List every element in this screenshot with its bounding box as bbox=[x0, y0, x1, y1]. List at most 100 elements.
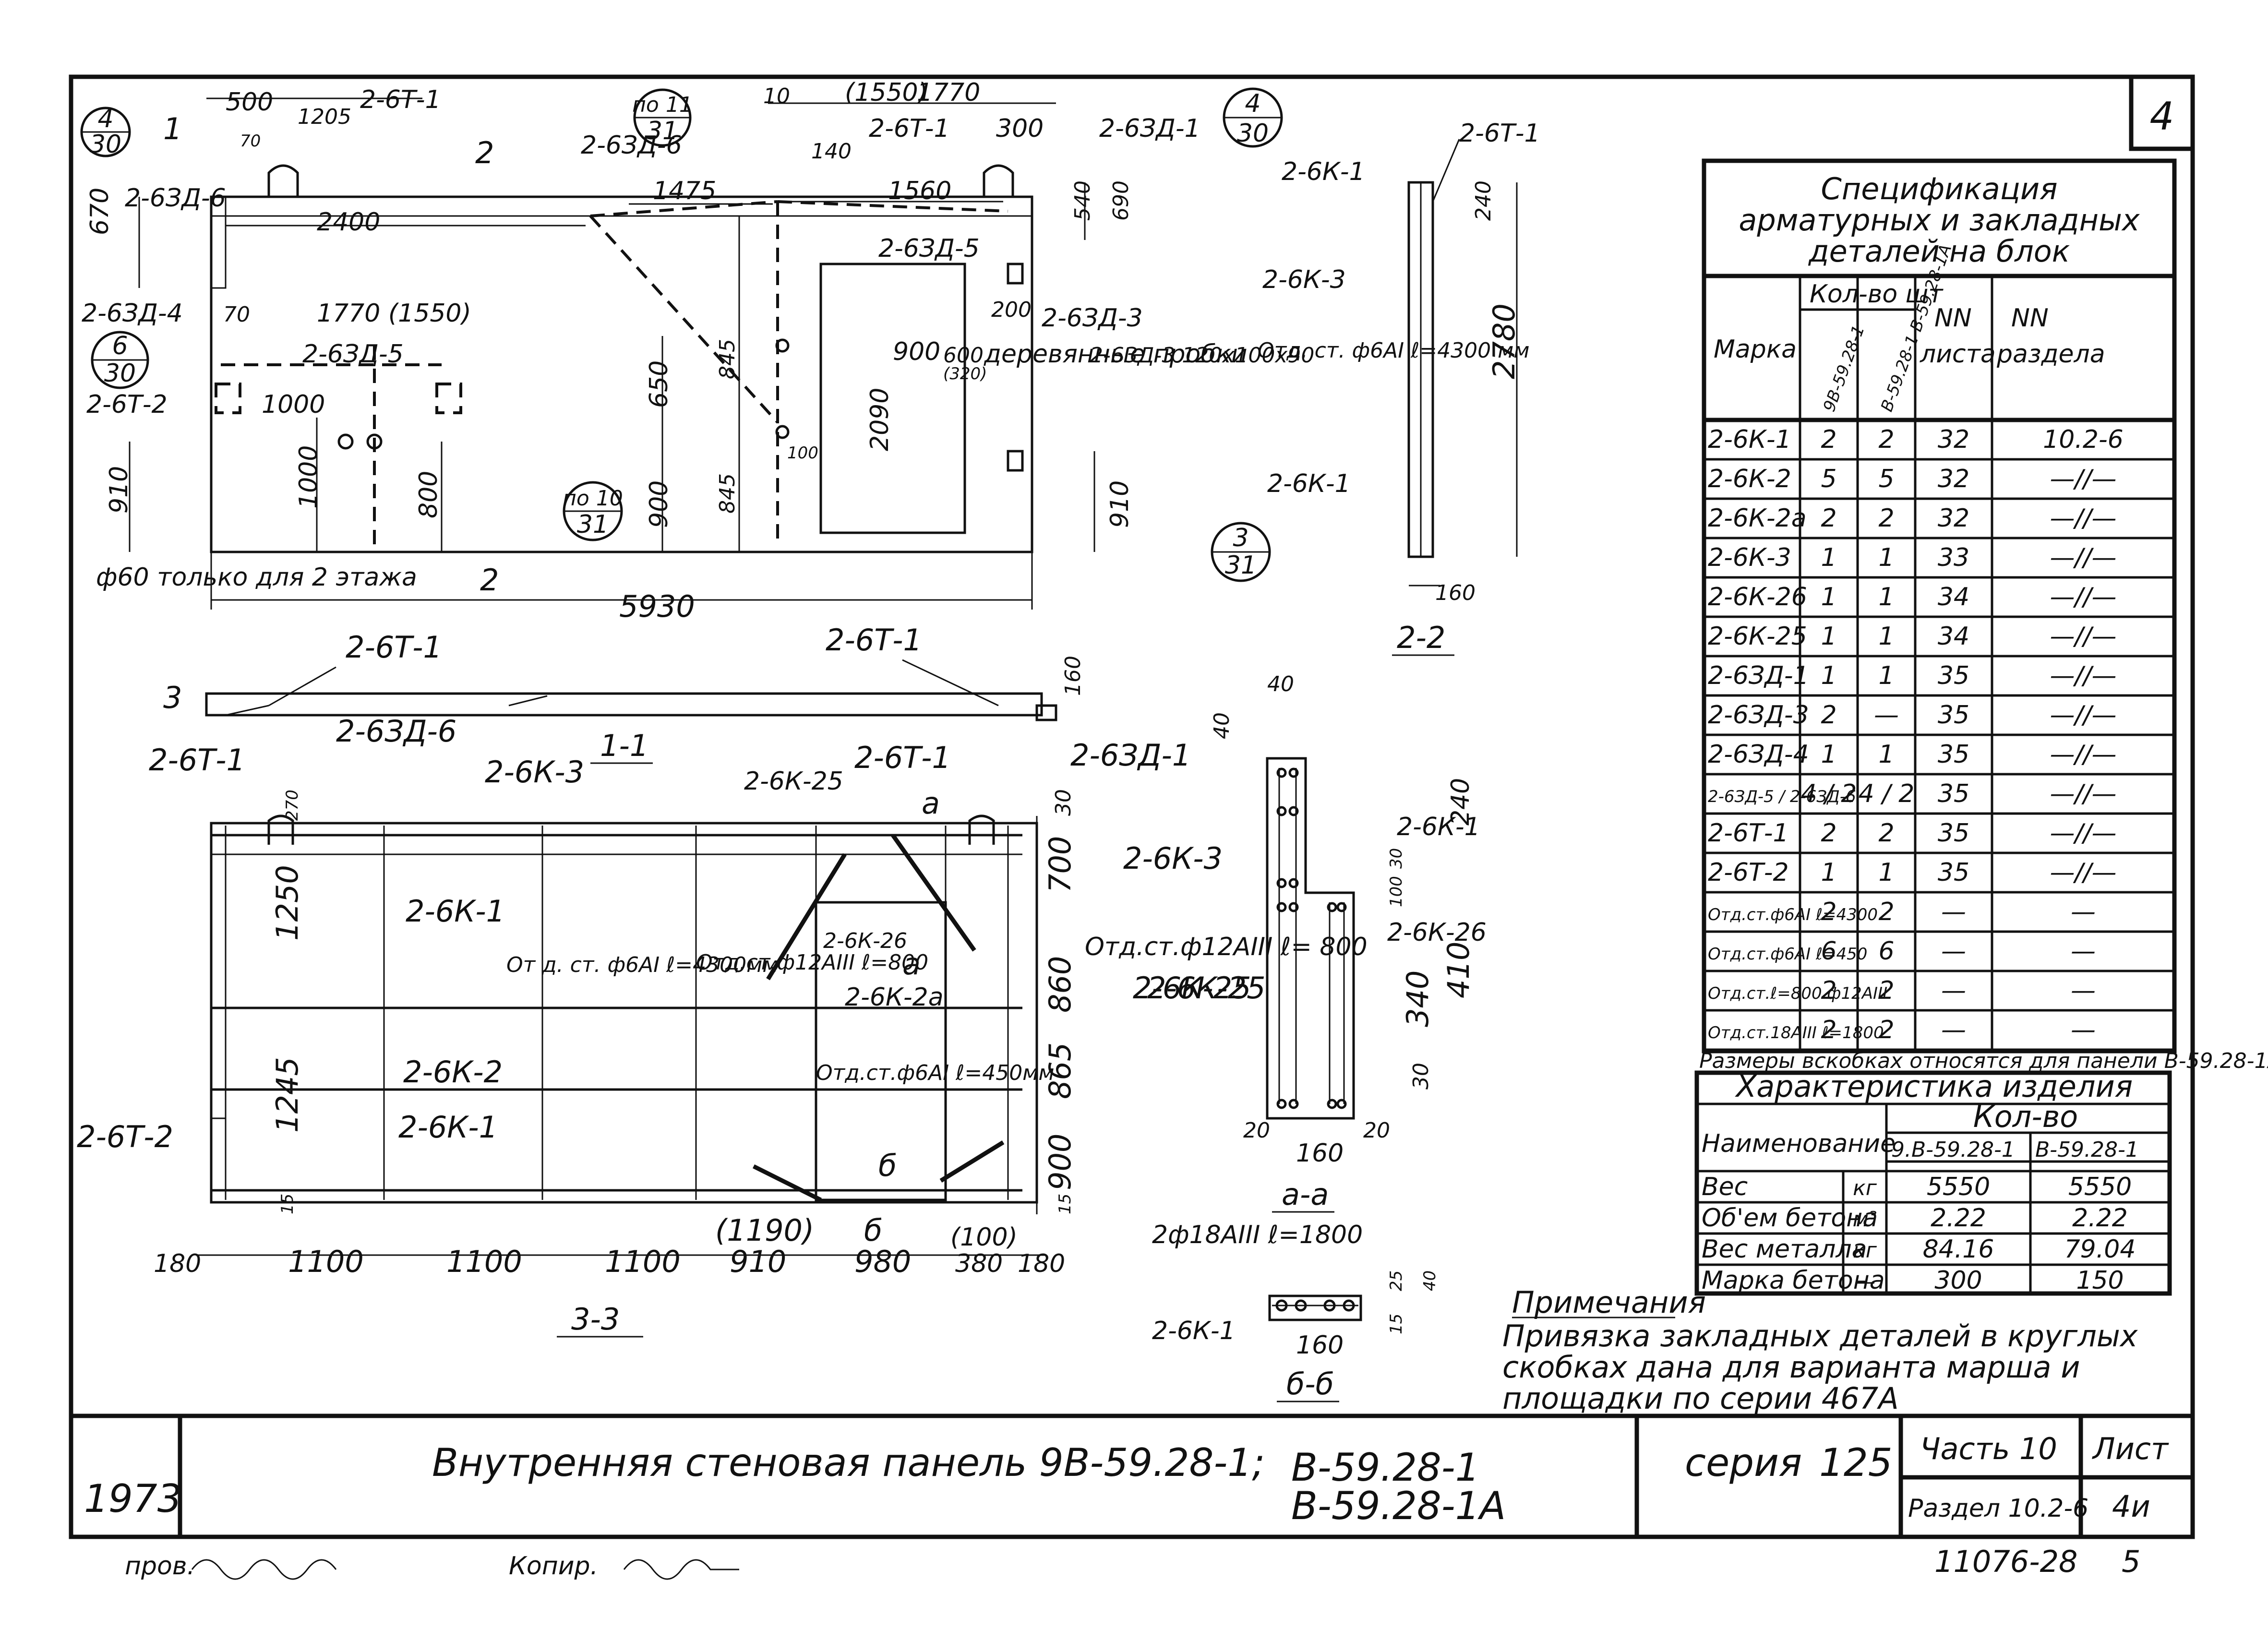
svg-text:845: 845 bbox=[715, 473, 740, 514]
spec-row-qty2: — bbox=[1874, 701, 1899, 730]
svg-text:Отд.ст.ф6АI ℓ=450мм: Отд.ст.ф6АI ℓ=450мм bbox=[816, 1061, 1055, 1085]
svg-text:2-6ЗД-1: 2-6ЗД-1 bbox=[1099, 114, 1200, 143]
spec-row-section: — bbox=[2071, 937, 2096, 966]
svg-text:31: 31 bbox=[1225, 551, 1257, 580]
svg-text:2-6Т-1: 2-6Т-1 bbox=[360, 85, 441, 114]
svg-text:Кол-во шт: Кол-во шт bbox=[1810, 280, 1944, 309]
svg-text:1100: 1100 bbox=[446, 1244, 522, 1279]
svg-text:Раздел 10.2-6: Раздел 10.2-6 bbox=[1908, 1494, 2088, 1523]
spec-title-1: Спецификация bbox=[1821, 171, 2057, 206]
svg-text:2-6К-3: 2-6К-3 bbox=[1262, 265, 1346, 294]
svg-text:910: 910 bbox=[1105, 480, 1134, 528]
spec-row-qty1: 2 bbox=[1821, 425, 1836, 454]
svg-text:по 11: по 11 bbox=[632, 93, 693, 117]
spec-row-qty1: 1 bbox=[1821, 858, 1836, 887]
svg-text:Размеры вскобках относятся для: Размеры вскобках относятся для панели В-… bbox=[1699, 1049, 2268, 1073]
svg-text:2-6Т-1: 2-6Т-1 bbox=[826, 623, 922, 658]
spec-row-mark: 2-6К-25 bbox=[1708, 622, 1807, 651]
svg-text:1770: 1770 bbox=[917, 78, 980, 107]
characteristics-table: Характеристика изделия Наименование Кол-… bbox=[1694, 1069, 2172, 1296]
svg-text:Кол-во: Кол-во bbox=[1973, 1099, 2078, 1134]
spec-row-mark: 2-6ЗД-5 / 2-6ЗД-6 bbox=[1708, 787, 1856, 806]
svg-text:670: 670 bbox=[85, 188, 114, 235]
section-2-2: 2-6Т-1 2-6К-1 2-6К-3 2-6К-1 Отд. ст. ф6А… bbox=[1258, 119, 1540, 656]
spec-row-section: —//— bbox=[2050, 661, 2116, 690]
svg-text:31: 31 bbox=[577, 510, 609, 539]
svg-text:1: 1 bbox=[163, 111, 182, 146]
spec-row-mark: 2-6ЗД-3 bbox=[1708, 701, 1809, 730]
svg-text:2-6К-1: 2-6К-1 bbox=[1152, 1317, 1236, 1345]
spec-row-mark: 2-6К-26 bbox=[1708, 583, 1807, 611]
svg-text:240: 240 bbox=[1471, 180, 1496, 221]
svg-text:(320): (320) bbox=[943, 364, 987, 383]
svg-text:От д. ст. ф6АI ℓ=4300мм: От д. ст. ф6АI ℓ=4300мм bbox=[506, 953, 779, 977]
svg-text:6: 6 bbox=[112, 332, 128, 360]
spec-row-sheet: 32 bbox=[1938, 504, 1969, 533]
spec-row-sheet: 35 bbox=[1938, 740, 1969, 769]
spec-row-section: — bbox=[2071, 976, 2096, 1005]
svg-text:140: 140 bbox=[811, 139, 852, 164]
svg-text:(100): (100) bbox=[950, 1223, 1018, 1252]
svg-text:160: 160 bbox=[1296, 1139, 1344, 1168]
svg-text:845: 845 bbox=[715, 339, 740, 379]
svg-text:2-6Т-1: 2-6Т-1 bbox=[1459, 119, 1540, 148]
svg-text:2-6К-1: 2-6К-1 bbox=[398, 1110, 498, 1145]
svg-text:690: 690 bbox=[1109, 180, 1133, 221]
svg-text:30: 30 bbox=[90, 130, 121, 159]
char-row-v1: 5550 bbox=[1927, 1173, 1990, 1201]
specification-table: Спецификация арматурных и закладных дета… bbox=[1702, 158, 2177, 1054]
spec-row-mark: 2-6ЗД-1 bbox=[1708, 661, 1809, 690]
svg-text:2400: 2400 bbox=[317, 208, 380, 237]
spec-row-section: —//— bbox=[2050, 583, 2116, 611]
spec-row-mark: 2-6К-1 bbox=[1708, 425, 1791, 454]
svg-text:40: 40 bbox=[1420, 1270, 1440, 1291]
notes: Примечания Привязка закладных деталей в … bbox=[1502, 1285, 2138, 1416]
svg-text:б-б: б-б bbox=[1286, 1366, 1334, 1401]
svg-text:2-6К-26: 2-6К-26 bbox=[823, 929, 907, 953]
svg-text:Часть 10: Часть 10 bbox=[1920, 1431, 2057, 1466]
svg-text:25: 25 bbox=[1387, 1270, 1406, 1291]
svg-text:340: 340 bbox=[1400, 970, 1435, 1027]
svg-text:Привязка закладных деталей в к: Привязка закладных деталей в круглых bbox=[1502, 1318, 2138, 1354]
spec-row-mark: 2-6К-2 bbox=[1708, 465, 1791, 493]
spec-row-sheet: — bbox=[1941, 976, 1966, 1005]
spec-row-sheet: 32 bbox=[1938, 465, 1969, 493]
spec-row-sheet: 35 bbox=[1938, 701, 1969, 730]
sheet-number-box bbox=[2129, 74, 2195, 151]
spec-row-qty2: 2 bbox=[1878, 504, 1894, 533]
svg-text:865: 865 bbox=[1043, 1042, 1078, 1099]
svg-text:1000: 1000 bbox=[294, 445, 323, 509]
svg-text:а-а: а-а bbox=[1282, 1177, 1329, 1212]
svg-text:Спецификация: Спецификация bbox=[1821, 171, 2057, 206]
spec-row-qty2: 1 bbox=[1878, 543, 1894, 572]
svg-text:5: 5 bbox=[2122, 1544, 2140, 1579]
spec-row-qty1: 1 bbox=[1821, 543, 1836, 572]
svg-text:Лист: Лист bbox=[2092, 1431, 2169, 1466]
svg-text:9.В-59.28-1: 9.В-59.28-1 bbox=[1891, 1138, 2015, 1162]
svg-text:2-6ЗД-3: 2-6ЗД-3 bbox=[1042, 304, 1143, 333]
svg-text:2-6К-2а: 2-6К-2а bbox=[845, 983, 944, 1012]
spec-row-section: — bbox=[2071, 1016, 2096, 1044]
title-block: 1973 Внутренняя стеновая панель 9В-59.28… bbox=[84, 1431, 2169, 1528]
svg-text:2-6К-25: 2-6К-25 bbox=[1133, 970, 1251, 1006]
svg-text:2-6ЗД-6: 2-6ЗД-6 bbox=[336, 714, 456, 749]
spec-row-qty2: 2 bbox=[1878, 1016, 1894, 1044]
svg-text:деталей на блок: деталей на блок bbox=[1808, 234, 2070, 269]
svg-text:100: 100 bbox=[1387, 876, 1406, 907]
svg-text:Копир.: Копир. bbox=[509, 1552, 598, 1581]
svg-text:Отд.ст.ф12АIII ℓ=800: Отд.ст.ф12АIII ℓ=800 bbox=[696, 950, 928, 975]
svg-text:11076-28: 11076-28 bbox=[1934, 1544, 2078, 1579]
svg-text:30: 30 bbox=[1051, 789, 1076, 816]
svg-text:3: 3 bbox=[163, 680, 182, 715]
spec-row-sheet: 33 bbox=[1938, 543, 1969, 572]
spec-row-section: —//— bbox=[2050, 543, 2116, 572]
spec-row-qty2: 1 bbox=[1878, 622, 1894, 651]
svg-text:2-6ЗД-4: 2-6ЗД-4 bbox=[82, 299, 183, 328]
spec-row-sheet: 35 bbox=[1938, 858, 1969, 887]
door-opening bbox=[819, 263, 966, 534]
spec-row-sheet: 35 bbox=[1938, 661, 1969, 690]
char-row-v2: 79.04 bbox=[2064, 1235, 2136, 1264]
svg-text:В-59.28-1: В-59.28-1 bbox=[2035, 1138, 2139, 1162]
